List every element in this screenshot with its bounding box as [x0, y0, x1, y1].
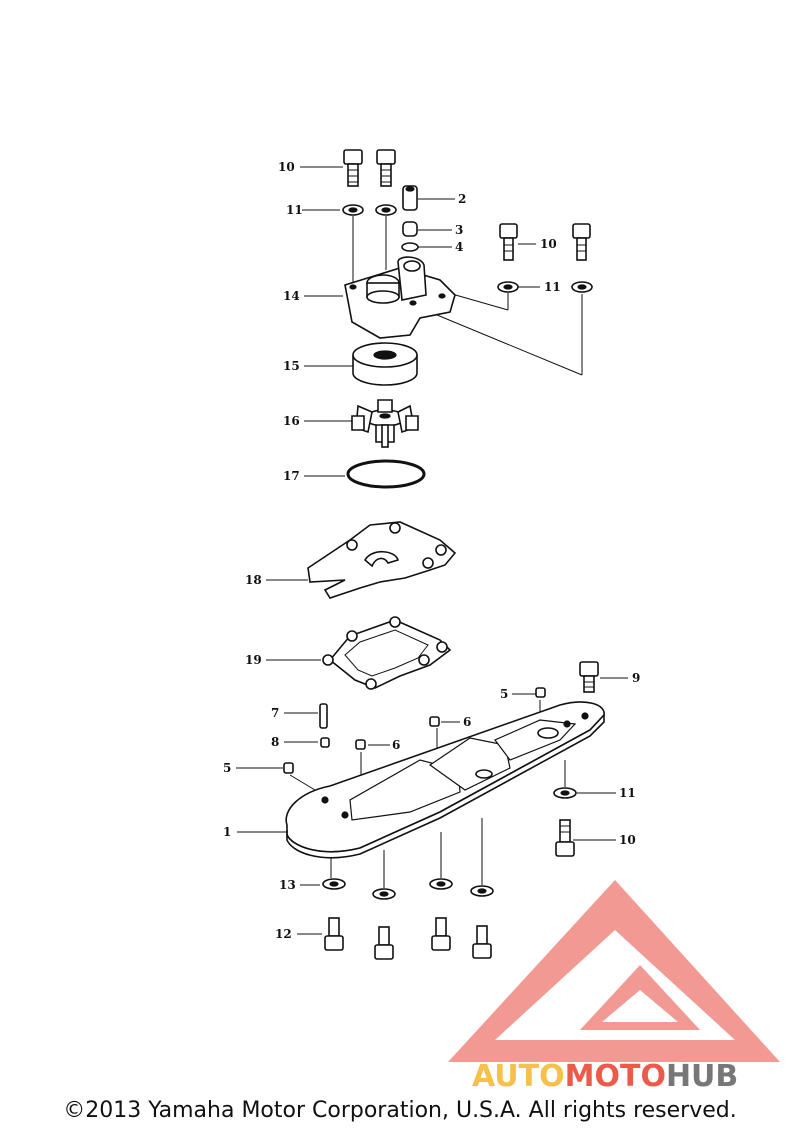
label-6-left: 6 — [392, 738, 400, 752]
label-13: 13 — [279, 878, 296, 892]
part-5-pin-right — [535, 687, 546, 698]
label-10-top-right: 10 — [540, 237, 557, 251]
label-2: 2 — [458, 192, 466, 206]
bolt-10-top-a — [343, 149, 363, 187]
watermark-hub: HUB — [666, 1059, 738, 1094]
part-labels: 10 2 3 4 11 10 11 14 15 16 17 18 19 9 5 … — [223, 160, 640, 941]
label-10-bottom: 10 — [619, 833, 636, 847]
washers-13 — [322, 878, 494, 900]
label-9: 9 — [632, 671, 640, 685]
label-1: 1 — [223, 825, 231, 839]
part-6-pin-right — [429, 716, 440, 727]
label-3: 3 — [455, 223, 463, 237]
label-11-top-left: 11 — [286, 203, 303, 217]
bolt-10-right-b — [572, 223, 591, 261]
svg-text:AUTOMOTOHUB: AUTOMOTOHUB — [472, 1059, 738, 1094]
label-18: 18 — [245, 573, 262, 587]
part-9-bolt — [579, 661, 599, 693]
part-18-plate — [307, 521, 457, 599]
part-1-base-plate — [285, 701, 605, 859]
label-8: 8 — [271, 735, 279, 749]
part-4-ring — [401, 242, 419, 252]
bolt-10-bottom — [555, 819, 575, 857]
label-10-top-left: 10 — [278, 160, 295, 174]
label-5-left: 5 — [223, 761, 231, 775]
label-12: 12 — [275, 927, 292, 941]
part-15-seal — [352, 342, 418, 386]
label-16: 16 — [283, 414, 300, 428]
label-5-right: 5 — [500, 687, 508, 701]
label-11-top-right: 11 — [544, 280, 561, 294]
part-19-gasket — [322, 616, 452, 690]
label-17: 17 — [283, 469, 300, 483]
label-19: 19 — [245, 653, 262, 667]
automotohub-logo-icon — [448, 880, 780, 1062]
part-6-pin-left — [355, 739, 366, 750]
watermark-moto: MOTO — [565, 1059, 666, 1094]
label-6-right: 6 — [463, 715, 471, 729]
label-14: 14 — [283, 289, 300, 303]
label-11-bottom: 11 — [619, 786, 636, 800]
bolt-10-top-b — [376, 149, 396, 187]
part-2-sleeve — [402, 185, 418, 211]
part-5-pin-left — [283, 762, 294, 774]
bolt-10-right-a — [499, 223, 518, 261]
part-17-o-ring — [346, 459, 426, 489]
part-8-pin — [320, 737, 330, 748]
watermark-auto: AUTO — [472, 1059, 565, 1094]
copyright-notice: ©2013 Yamaha Motor Corporation, U.S.A. A… — [63, 1098, 737, 1123]
part-3-grommet — [402, 221, 418, 237]
part-14-pump-housing — [344, 256, 456, 339]
label-15: 15 — [283, 359, 300, 373]
label-4: 4 — [455, 240, 463, 254]
bolts-12 — [324, 917, 492, 960]
part-16-impeller — [351, 399, 419, 448]
label-7: 7 — [271, 706, 279, 720]
part-7-pin — [319, 703, 328, 729]
